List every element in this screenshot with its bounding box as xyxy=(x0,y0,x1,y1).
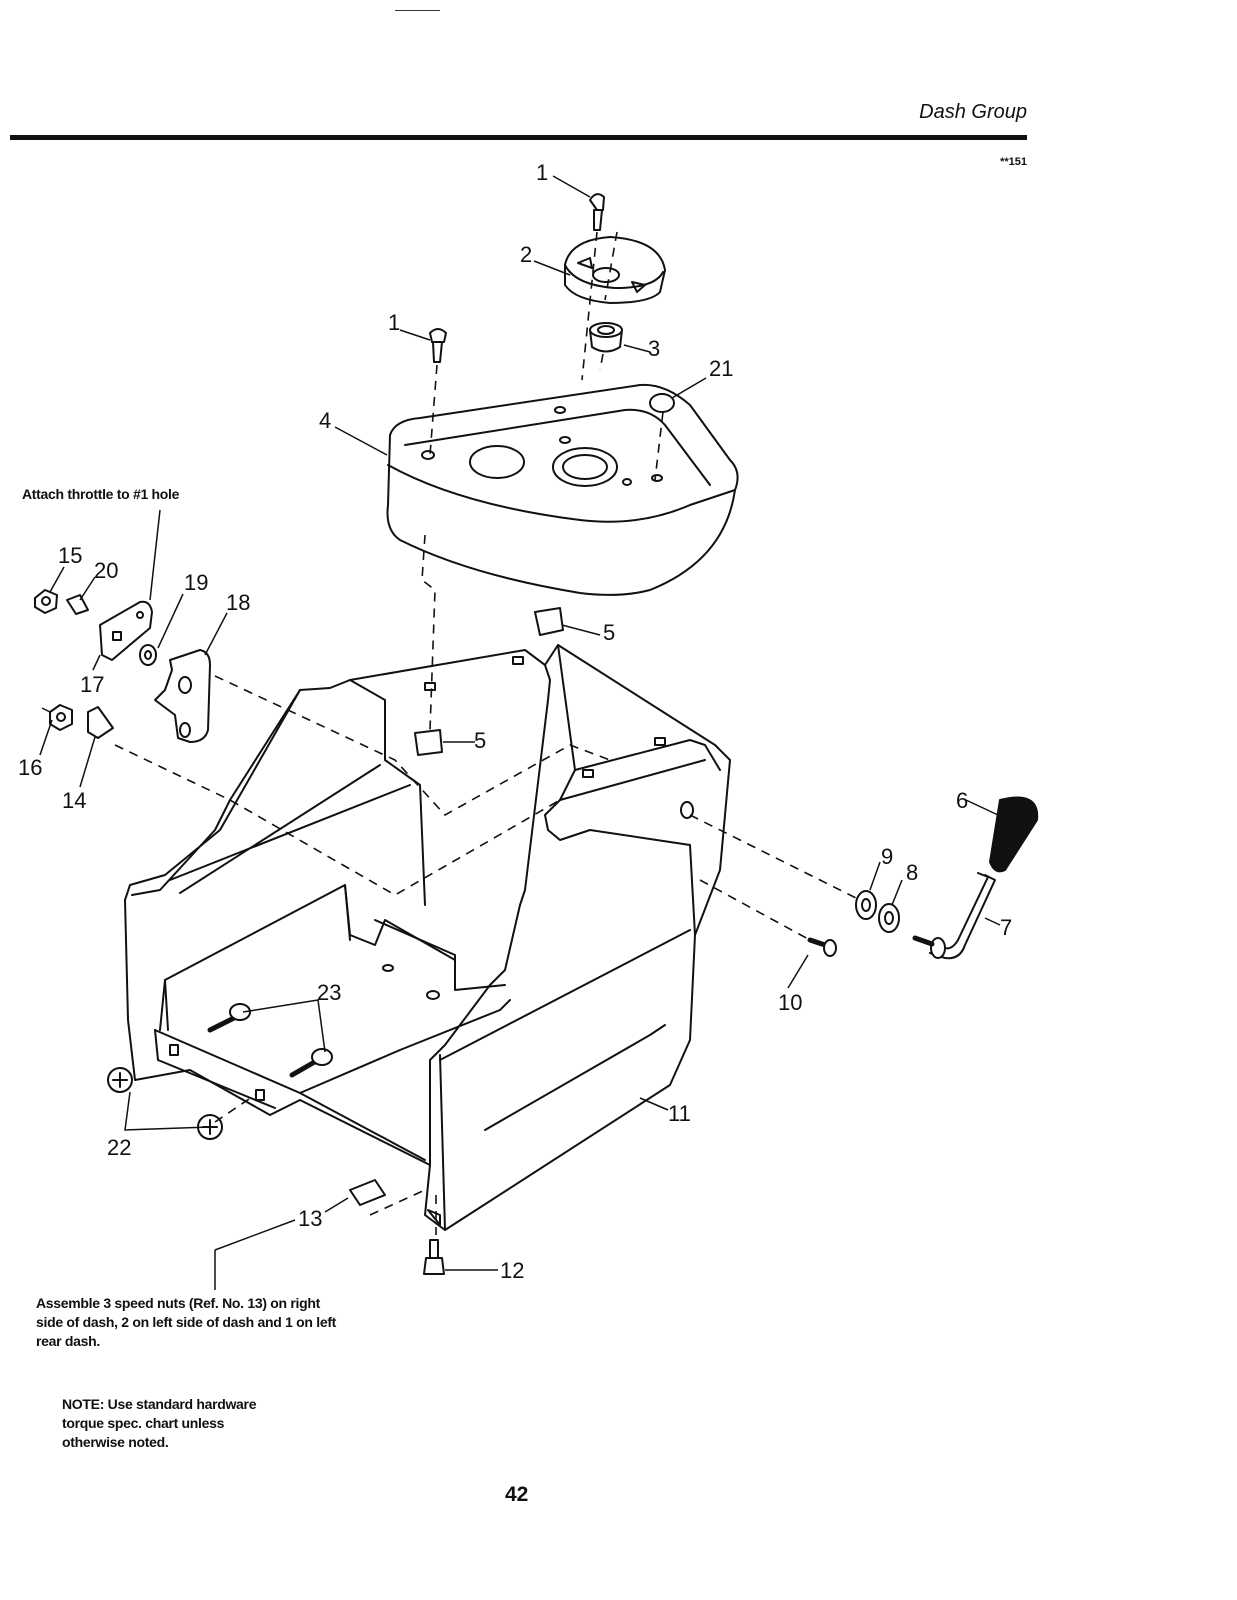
callout-2: 2 xyxy=(520,242,532,267)
callout-17: 17 xyxy=(80,672,104,697)
screw-left xyxy=(429,328,447,363)
dash-housing xyxy=(124,644,731,1231)
screw-10 xyxy=(807,937,837,957)
callout-11: 11 xyxy=(668,1101,691,1126)
callout-12: 12 xyxy=(500,1258,524,1283)
callout-10: 10 xyxy=(778,990,802,1015)
callout-13: 13 xyxy=(298,1206,322,1231)
callout-6: 6 xyxy=(956,788,968,813)
callout-1-left: 1 xyxy=(388,310,400,335)
callout-20: 20 xyxy=(94,558,118,583)
callout-8: 8 xyxy=(906,860,918,885)
page-title: Dash Group xyxy=(919,101,1027,123)
callout-23: 23 xyxy=(317,980,341,1005)
throttle-note: Attach throttle to #1 hole xyxy=(22,486,180,502)
clips-5 xyxy=(414,607,564,756)
callout-15: 15 xyxy=(58,543,82,568)
header-rule xyxy=(10,135,1027,140)
page-number: 42 xyxy=(505,1483,529,1506)
callout-21: 21 xyxy=(709,356,733,381)
washers-8-9 xyxy=(855,890,900,933)
screw-top xyxy=(589,193,605,231)
speed-nut-note: Assemble 3 speed nuts (Ref. No. 13) on r… xyxy=(36,1295,337,1349)
throttle-lever xyxy=(912,796,1039,960)
screw-12 xyxy=(423,1239,445,1275)
callout-1-top: 1 xyxy=(536,160,548,185)
assembly-lines xyxy=(114,231,861,1235)
speed-nut-13 xyxy=(349,1179,386,1206)
callout-7: 7 xyxy=(1000,915,1012,940)
callout-18: 18 xyxy=(226,590,250,615)
callout-numbers: 1 1 2 3 4 5 5 6 7 8 9 10 11 12 13 14 15 … xyxy=(18,160,1012,1283)
callout-4: 4 xyxy=(319,408,331,433)
callout-14: 14 xyxy=(62,788,86,813)
callout-19: 19 xyxy=(184,570,208,595)
callout-9: 9 xyxy=(881,844,893,869)
scan-artifact xyxy=(395,10,440,11)
bushing xyxy=(589,322,623,353)
leader-lines xyxy=(39,175,1001,1290)
callout-16: 16 xyxy=(18,755,42,780)
plug xyxy=(649,393,675,413)
callout-5-lower: 5 xyxy=(474,728,486,753)
callout-22: 22 xyxy=(107,1135,131,1160)
callout-5-upper: 5 xyxy=(603,620,615,645)
throttle-parts xyxy=(34,589,211,743)
dash-panel xyxy=(386,383,739,596)
throttle-plate xyxy=(564,236,666,304)
callout-3: 3 xyxy=(648,336,660,361)
torque-note: NOTE: Use standard hardware torque spec.… xyxy=(62,1396,257,1450)
bolts-23 xyxy=(207,1003,333,1078)
figure-code: **151 xyxy=(1000,156,1027,168)
